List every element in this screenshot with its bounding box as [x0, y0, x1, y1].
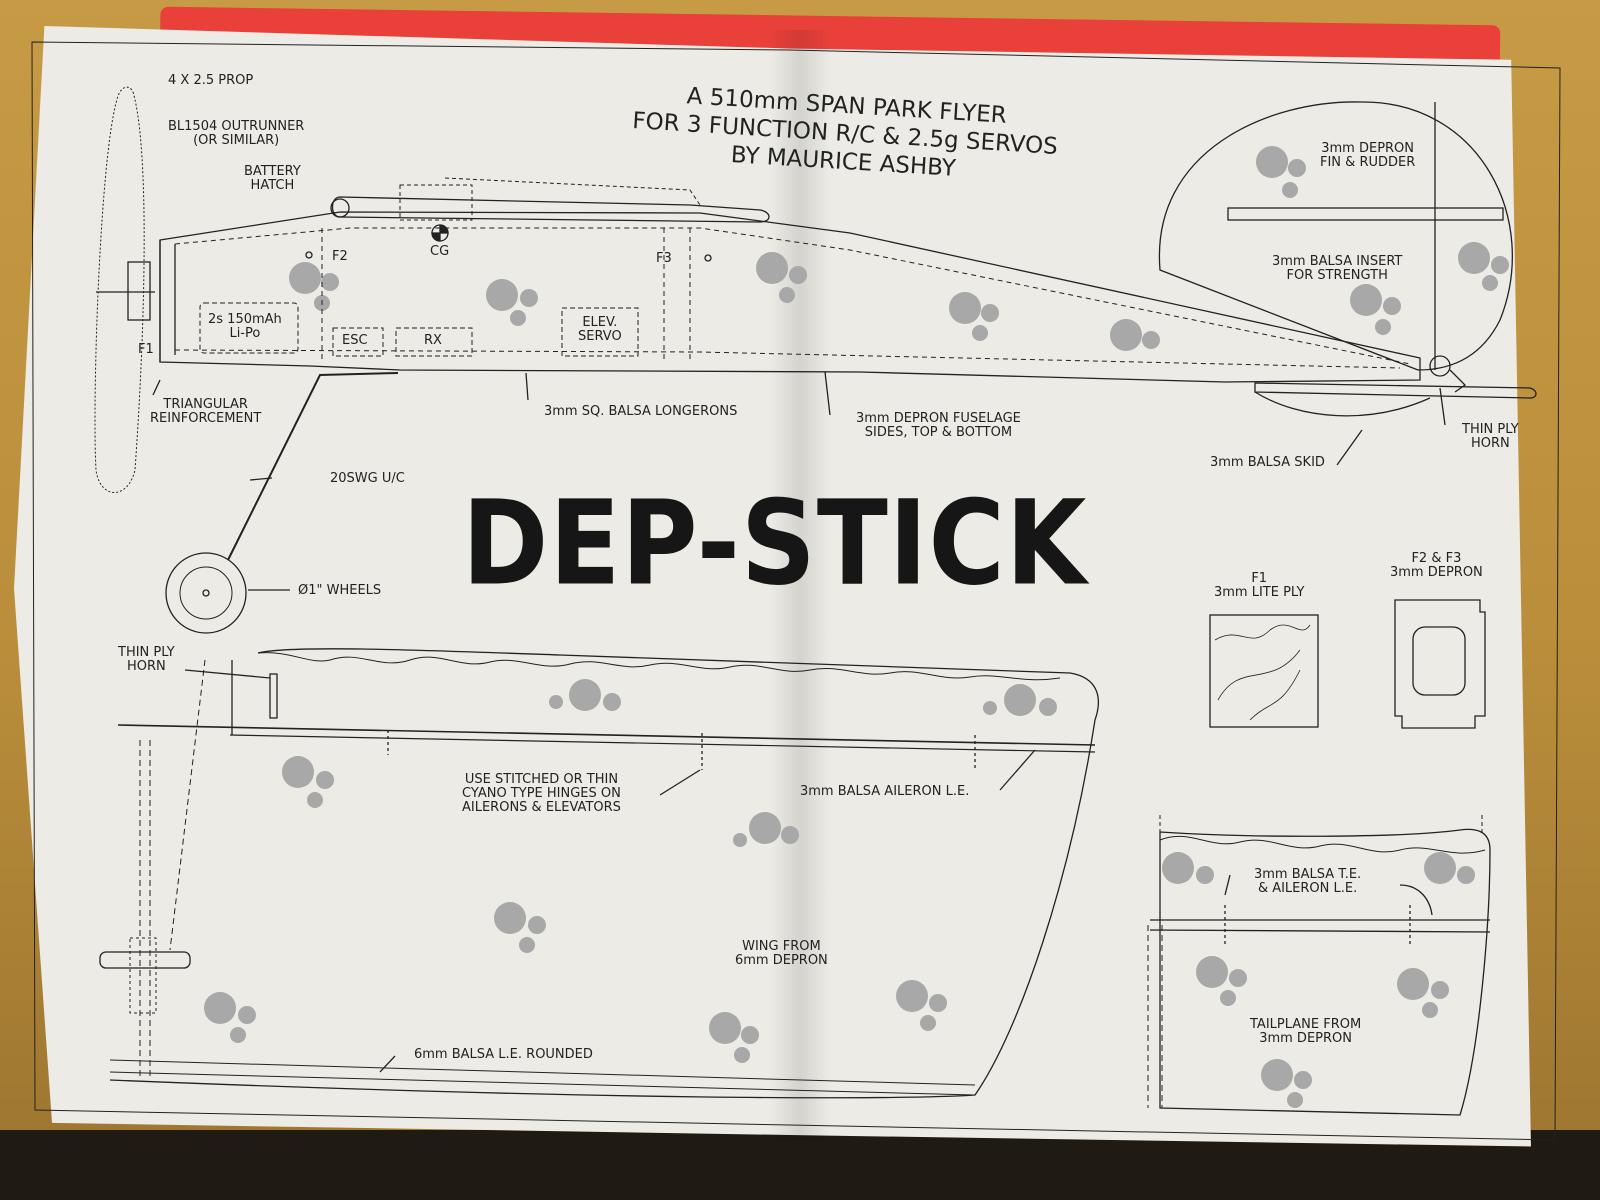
- propeller: [94, 86, 145, 493]
- tail-te-label: 3mm BALSA T.E. & AILERON L.E.: [1254, 867, 1362, 896]
- former-f2-f3: [1394, 599, 1486, 729]
- esc-label: ESC: [342, 333, 368, 348]
- tailplane-outline: [1159, 828, 1491, 1116]
- wing-le-label: 6mm BALSA L.E. ROUNDED: [414, 1047, 593, 1062]
- depron-sides-label: 3mm DEPRON FUSELAGE SIDES, TOP & BOTTOM: [856, 411, 1021, 440]
- battery-hatch-label: BATTERY HATCH: [244, 164, 301, 193]
- undercarriage-wire: [227, 372, 399, 561]
- former-f1-label: F1: [138, 342, 154, 357]
- aileron-le-label: 3mm BALSA AILERON L.E.: [800, 784, 970, 799]
- model-name: DEP-STICK: [462, 475, 1088, 612]
- battery-label: 2s 150mAh Li-Po: [208, 312, 282, 341]
- hinges-label: USE STITCHED OR THIN CYANO TYPE HINGES O…: [462, 772, 621, 815]
- plan-sheet: [14, 26, 1531, 1147]
- center-fold: [770, 30, 830, 1140]
- former-f1-part-label: F1 3mm LITE PLY: [1214, 571, 1305, 600]
- fin-rudder: [1158, 101, 1513, 371]
- wing-material-label: WING FROM 6mm DEPRON: [735, 939, 828, 968]
- fuselage-outline: [159, 211, 1421, 383]
- triangular-reinforcement-label: TRIANGULAR REINFORCEMENT: [150, 397, 262, 426]
- former-f1: [1209, 614, 1319, 728]
- tail-horn-label: THIN PLY HORN: [1462, 422, 1519, 451]
- rx-label: RX: [424, 333, 442, 348]
- former-f2-f3-part-label: F2 & F3 3mm DEPRON: [1390, 551, 1483, 580]
- watermark-dots: [204, 146, 1509, 1108]
- wing-outline: [109, 648, 1099, 1099]
- elevator-servo-label: ELEV. SERVO: [578, 315, 622, 344]
- prop-label: 4 x 2.5 PROP: [168, 73, 254, 88]
- former-f3-label: F3: [656, 251, 672, 266]
- balsa-skid: [1254, 391, 1431, 417]
- motor-label: BL1504 OUTRUNNER (OR SIMILAR): [168, 119, 305, 148]
- balsa-skid-label: 3mm BALSA SKID: [1210, 455, 1325, 470]
- tailplane-material-label: TAILPLANE FROM 3mm DEPRON: [1250, 1017, 1362, 1046]
- wing-horn: [269, 673, 278, 719]
- longerons-label: 3mm SQ. BALSA LONGERONS: [544, 404, 738, 419]
- wing-horn-label: THIN PLY HORN: [118, 645, 175, 674]
- balsa-insert: [1227, 207, 1504, 221]
- fin-rudder-label: 3mm DEPRON FIN & RUDDER: [1320, 141, 1416, 170]
- wheel: [165, 552, 247, 634]
- plan-border: [31, 41, 1561, 1141]
- cg-label: CG: [430, 244, 450, 259]
- balsa-insert-label: 3mm BALSA INSERT FOR STRENGTH: [1272, 254, 1403, 283]
- former-f2-label: F2: [332, 249, 348, 264]
- undercarriage-label: 20SWG U/C: [330, 471, 405, 486]
- wheels-label: Ø1" WHEELS: [298, 583, 382, 598]
